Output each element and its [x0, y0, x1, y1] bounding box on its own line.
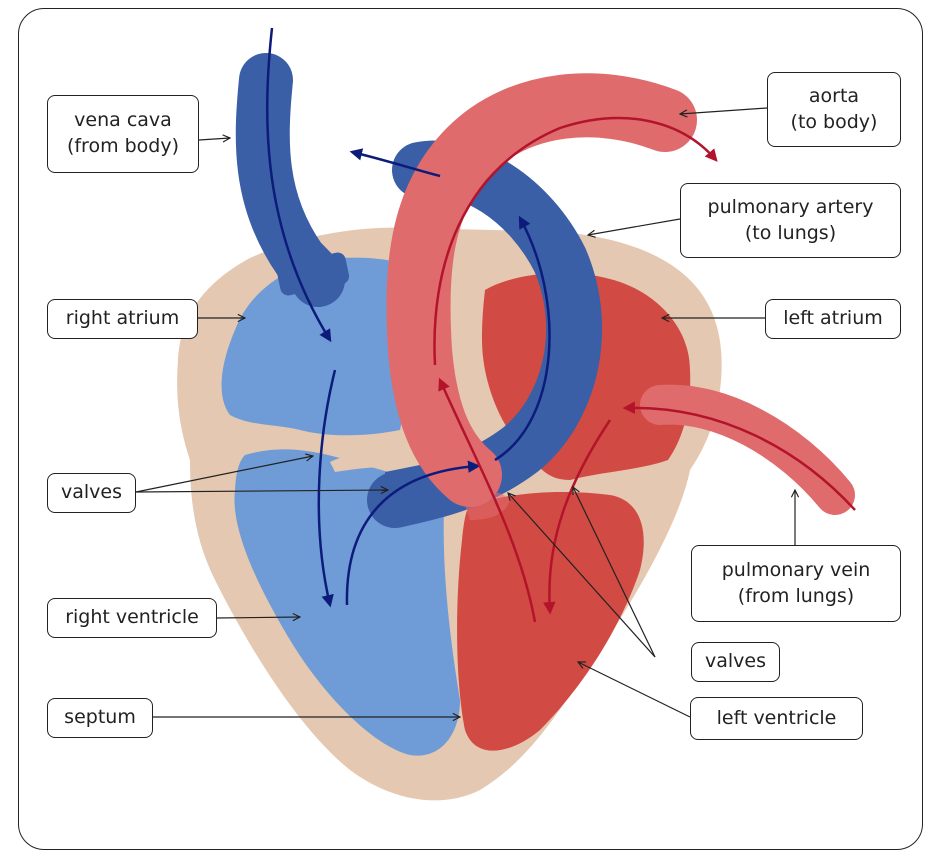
leader-left-ventricle — [578, 662, 690, 717]
label-septum: septum — [47, 698, 153, 738]
label-right-ventricle-line1: right ventricle — [65, 605, 199, 631]
label-vena-cava: vena cava (from body) — [47, 95, 199, 173]
label-aorta-line1: aorta — [809, 84, 859, 110]
label-pulmonary-artery: pulmonary artery (to lungs) — [680, 183, 901, 258]
label-pulmonary-artery-line1: pulmonary artery — [708, 195, 874, 221]
left-ventricle-chamber — [457, 492, 644, 751]
label-septum-line1: septum — [64, 705, 136, 731]
label-right-ventricle: right ventricle — [47, 598, 217, 638]
label-pulmonary-vein-line2: (from lungs) — [738, 584, 854, 610]
leader-vena-cava — [199, 138, 230, 140]
label-aorta-line2: (to body) — [791, 110, 878, 136]
label-left-ventricle: left ventricle — [690, 697, 863, 740]
label-vena-cava-line1: vena cava — [74, 108, 172, 134]
label-vena-cava-line2: (from body) — [67, 134, 179, 160]
label-valves-right-line1: valves — [705, 649, 766, 675]
label-aorta: aorta (to body) — [767, 72, 901, 147]
label-left-atrium-line1: left atrium — [783, 306, 883, 332]
label-left-atrium: left atrium — [765, 299, 901, 339]
label-valves-left: valves — [47, 473, 136, 513]
label-pulmonary-vein: pulmonary vein (from lungs) — [691, 545, 901, 622]
label-valves-left-line1: valves — [61, 480, 122, 506]
label-pulmonary-artery-line2: (to lungs) — [745, 221, 836, 247]
label-valves-right: valves — [691, 642, 780, 682]
label-pulmonary-vein-line1: pulmonary vein — [722, 558, 871, 584]
label-right-atrium-line1: right atrium — [66, 306, 179, 332]
label-left-ventricle-line1: left ventricle — [717, 706, 837, 732]
label-right-atrium: right atrium — [47, 299, 198, 339]
leader-pulmonary-artery — [588, 219, 680, 235]
